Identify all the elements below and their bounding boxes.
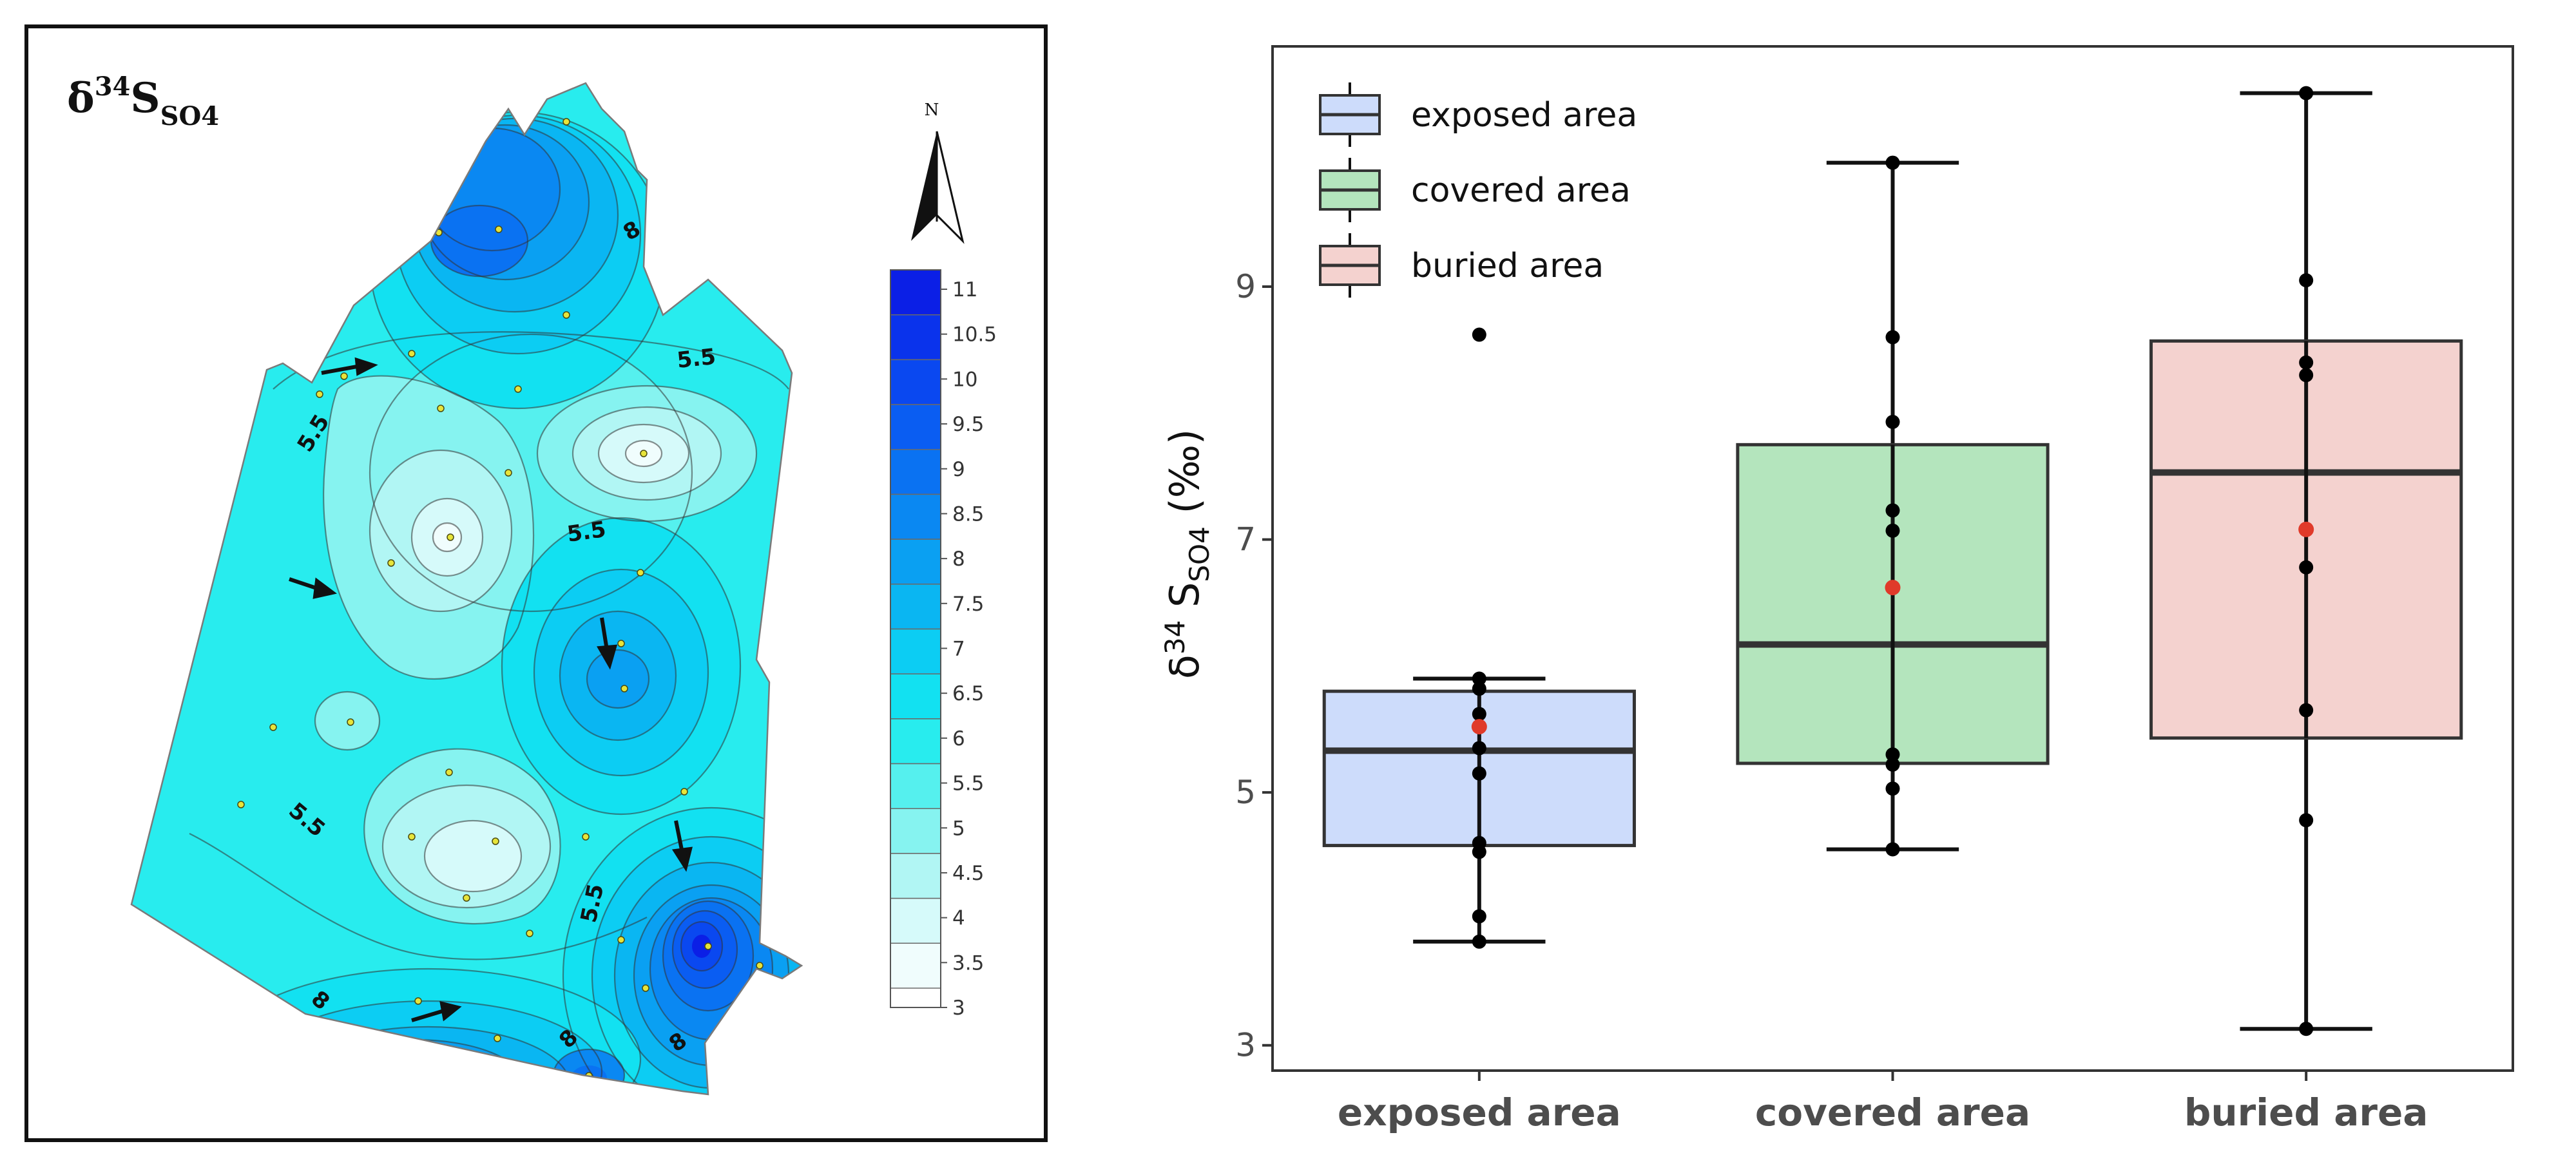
map-title: δ34SSO4 xyxy=(67,72,219,131)
legend-swatch xyxy=(890,359,941,405)
north-label: N xyxy=(925,100,939,120)
box-group-buried-area xyxy=(2149,86,2463,1036)
data-point xyxy=(2299,1022,2314,1036)
y-axis-title: δ34 SSO4 (‰) xyxy=(1159,429,1215,679)
y-tick-label: 7 xyxy=(1235,521,1256,558)
legend-label: 10 xyxy=(952,368,977,391)
legend-swatch xyxy=(890,584,941,630)
data-point xyxy=(1472,909,1486,924)
data-point xyxy=(1472,844,1486,859)
legend-label: 11 xyxy=(952,278,977,301)
legend-swatch xyxy=(890,314,941,361)
data-point xyxy=(1885,523,1900,538)
data-point xyxy=(1885,503,1900,518)
boxplot-chart: 3 5 7 9 exposed area covered area buried area… xyxy=(1159,45,2514,1134)
data-point xyxy=(1472,671,1486,686)
isotope-contour-map-panel: δ34SSO4 xyxy=(24,24,1048,1142)
legend-label: 7 xyxy=(952,638,965,661)
legend-label: 8.5 xyxy=(952,502,984,526)
color-scale-legend: 11 10.5 10 9.5 9 8.5 8 7.5 7 6.5 6 5.5 5 4.5 4 3.5 3 xyxy=(890,269,997,1020)
legend-swatch xyxy=(890,449,941,495)
boxplot-legend: exposed area covered area buried area xyxy=(1319,82,1637,298)
legend-swatch xyxy=(890,673,941,720)
y-tick-label: 5 xyxy=(1235,774,1256,811)
legend-swatch xyxy=(890,718,941,765)
data-point xyxy=(2299,368,2314,383)
outlier-point xyxy=(1472,327,1486,342)
y-axis: 3 5 7 9 xyxy=(1235,268,1273,1064)
y-tick-label: 9 xyxy=(1235,268,1256,305)
legend-label: 3 xyxy=(952,997,965,1020)
data-point xyxy=(1885,747,1900,762)
x-tick-label: covered area xyxy=(1755,1091,2030,1134)
box-group-covered-area xyxy=(1736,155,2050,857)
data-point xyxy=(1885,842,1900,857)
region-boundary xyxy=(130,82,803,1096)
legend-swatch xyxy=(890,404,941,450)
contour-map: δ34SSO4 xyxy=(67,72,997,1096)
data-point xyxy=(2299,703,2314,718)
contour-label: 5.5 xyxy=(676,344,717,374)
legend-swatch xyxy=(890,853,941,899)
data-point xyxy=(1472,682,1486,696)
legend-label: 7.5 xyxy=(952,593,984,616)
legend-label: 8 xyxy=(952,548,965,571)
legend-frame xyxy=(890,269,941,1008)
boxes xyxy=(1322,86,2463,1036)
legend-label: 4.5 xyxy=(952,862,984,885)
mean-point xyxy=(2298,521,2314,537)
legend-label: 9.5 xyxy=(952,413,984,436)
legend-label: 10.5 xyxy=(952,323,997,347)
y-tick-label: 3 xyxy=(1235,1027,1256,1064)
legend-swatch xyxy=(890,942,941,989)
legend-swatch xyxy=(890,539,941,585)
legend-label: 9 xyxy=(952,458,965,481)
legend-swatch xyxy=(890,493,941,540)
box-group-exposed-area xyxy=(1322,327,1636,949)
legend-label: 5.5 xyxy=(952,772,984,796)
data-point xyxy=(1472,707,1486,721)
legend-swatch xyxy=(890,763,941,809)
data-point xyxy=(1885,415,1900,429)
data-point xyxy=(2299,86,2314,100)
legend-label: 6.5 xyxy=(952,682,984,705)
data-point xyxy=(1885,781,1900,796)
data-point xyxy=(2299,813,2314,828)
data-point xyxy=(1885,757,1900,772)
legend-label: exposed area xyxy=(1411,96,1637,135)
data-point xyxy=(2299,273,2314,288)
data-point xyxy=(1472,934,1486,949)
data-point xyxy=(1885,330,1900,345)
legend-label: 6 xyxy=(952,727,965,750)
data-point xyxy=(2299,355,2314,370)
mean-point xyxy=(1471,719,1487,735)
legend-label: covered area xyxy=(1411,171,1631,210)
legend-swatch xyxy=(890,628,941,674)
data-point xyxy=(1472,766,1486,781)
x-tick-label: buried area xyxy=(2184,1091,2428,1134)
data-point xyxy=(1885,155,1900,170)
legend-label: 4 xyxy=(952,907,965,930)
x-axis: exposed area covered area buried area xyxy=(1338,1071,2428,1134)
mean-point xyxy=(1885,580,1901,596)
legend-swatch xyxy=(890,808,941,854)
legend-label: 3.5 xyxy=(952,951,984,975)
data-point xyxy=(2299,560,2314,575)
data-point xyxy=(1472,741,1486,756)
legend-label: buried area xyxy=(1411,247,1604,285)
legend-swatch xyxy=(890,897,941,944)
flow-arrows xyxy=(289,357,693,1022)
north-arrow-icon: N xyxy=(911,100,965,244)
contour-label: 5.5 xyxy=(566,517,608,548)
x-tick-label: exposed area xyxy=(1338,1091,1621,1134)
legend-label: 5 xyxy=(952,817,965,840)
